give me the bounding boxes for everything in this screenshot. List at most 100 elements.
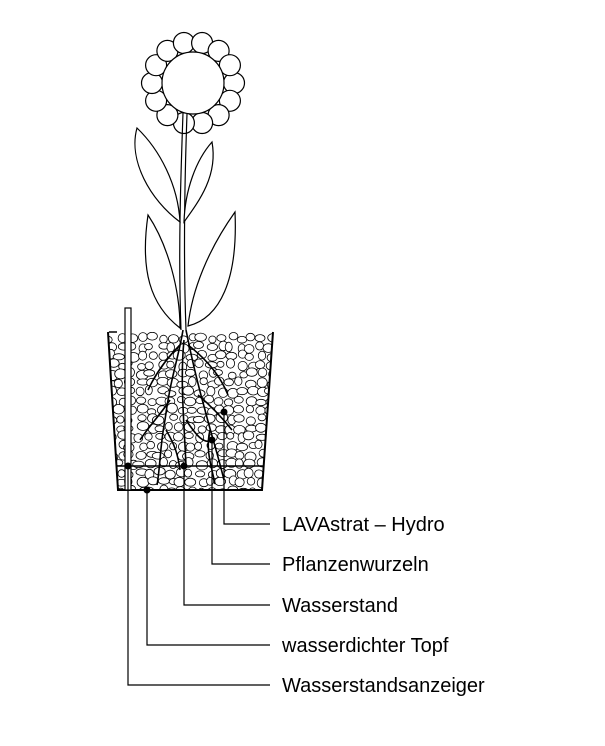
- pebble: [185, 442, 196, 452]
- pebble: [108, 466, 114, 478]
- pebble: [234, 458, 244, 469]
- pebble: [255, 398, 267, 407]
- pebble: [206, 343, 218, 351]
- pebble: [139, 442, 148, 451]
- pebble: [108, 476, 115, 485]
- pebble: [194, 332, 207, 342]
- leaf-lower-left: [144, 213, 181, 330]
- pebble: [255, 341, 265, 351]
- pebble: [237, 360, 248, 372]
- pebble: [144, 432, 153, 441]
- plant-leaves: [134, 126, 236, 330]
- pebble: [268, 441, 273, 449]
- pebble: [186, 406, 197, 414]
- pebble: [245, 405, 254, 414]
- pebble: [143, 369, 156, 377]
- pebble: [195, 470, 206, 478]
- pebble: [117, 469, 126, 478]
- pebble: [203, 395, 214, 404]
- pebble: [257, 367, 268, 378]
- pebble: [245, 396, 258, 407]
- pebble: [146, 332, 158, 341]
- pebble: [208, 335, 217, 344]
- label-wasserstand: Wasserstand: [282, 595, 398, 617]
- pebble: [233, 395, 244, 404]
- pebble: [265, 449, 273, 458]
- pebble: [183, 396, 197, 407]
- pebble: [184, 368, 196, 377]
- pebble: [234, 376, 243, 386]
- pebble: [108, 439, 114, 449]
- pebble: [227, 371, 237, 380]
- pebble: [255, 360, 266, 370]
- label-wasserstandsanzeiger: Wasserstandsanzeiger: [282, 675, 485, 697]
- pebble: [255, 405, 266, 415]
- diagram-labels: LAVAstrat – Hydro Pflanzenwurzeln Wasser…: [281, 514, 485, 697]
- pebble: [206, 386, 216, 397]
- pebble: [268, 424, 273, 433]
- pebble: [115, 487, 126, 490]
- pebble: [214, 442, 224, 450]
- pebble: [234, 451, 245, 460]
- pebble: [108, 460, 117, 469]
- pebble: [144, 361, 154, 371]
- pebble: [164, 469, 176, 480]
- pebble: [192, 415, 205, 424]
- pebble: [182, 385, 195, 396]
- petal: [218, 54, 241, 77]
- pebble: [116, 415, 125, 424]
- pebble: [199, 377, 208, 386]
- pebble: [254, 334, 266, 343]
- pebble: [144, 385, 153, 396]
- pebble: [164, 449, 173, 459]
- pebble: [224, 341, 233, 353]
- pebble: [187, 486, 198, 490]
- pebble: [144, 342, 153, 351]
- pebble: [257, 413, 267, 422]
- pebble: [248, 487, 257, 490]
- pebble: [247, 386, 260, 396]
- pebble: [235, 442, 248, 452]
- pebble: [166, 402, 178, 414]
- pebble: [234, 477, 245, 488]
- pebble: [266, 352, 273, 363]
- pebble: [206, 476, 215, 486]
- pebble: [197, 425, 207, 434]
- pebble: [156, 376, 170, 386]
- pebble: [217, 488, 229, 490]
- pebble: [136, 476, 150, 488]
- pebble: [226, 431, 235, 440]
- pebble: [166, 342, 175, 353]
- pebble: [225, 358, 235, 369]
- pebble: [157, 441, 169, 452]
- pebble: [146, 440, 156, 450]
- pebble: [173, 422, 184, 432]
- pebble: [245, 367, 258, 377]
- pebble: [223, 378, 234, 387]
- pebble: [265, 467, 273, 475]
- pebble: [267, 333, 273, 343]
- pebble: [194, 450, 206, 458]
- pebble: [255, 422, 267, 433]
- pebble: [213, 397, 224, 406]
- pebble: [165, 369, 178, 379]
- pebble: [175, 486, 186, 490]
- pebble: [196, 349, 207, 359]
- flower-head: [140, 31, 246, 135]
- pebble: [137, 363, 147, 371]
- pebble: [245, 332, 256, 342]
- pebble: [184, 477, 197, 487]
- pebble: [228, 332, 239, 341]
- pebble: [183, 468, 192, 478]
- pebble: [164, 421, 173, 431]
- pebble: [157, 477, 170, 485]
- pebble: [108, 487, 117, 490]
- pebble: [263, 478, 273, 489]
- pebble: [173, 476, 186, 488]
- pebble: [233, 405, 244, 414]
- pebble: [236, 336, 248, 344]
- leaf-lower-right: [187, 210, 236, 327]
- pebble: [254, 439, 263, 449]
- pebble: [216, 360, 225, 368]
